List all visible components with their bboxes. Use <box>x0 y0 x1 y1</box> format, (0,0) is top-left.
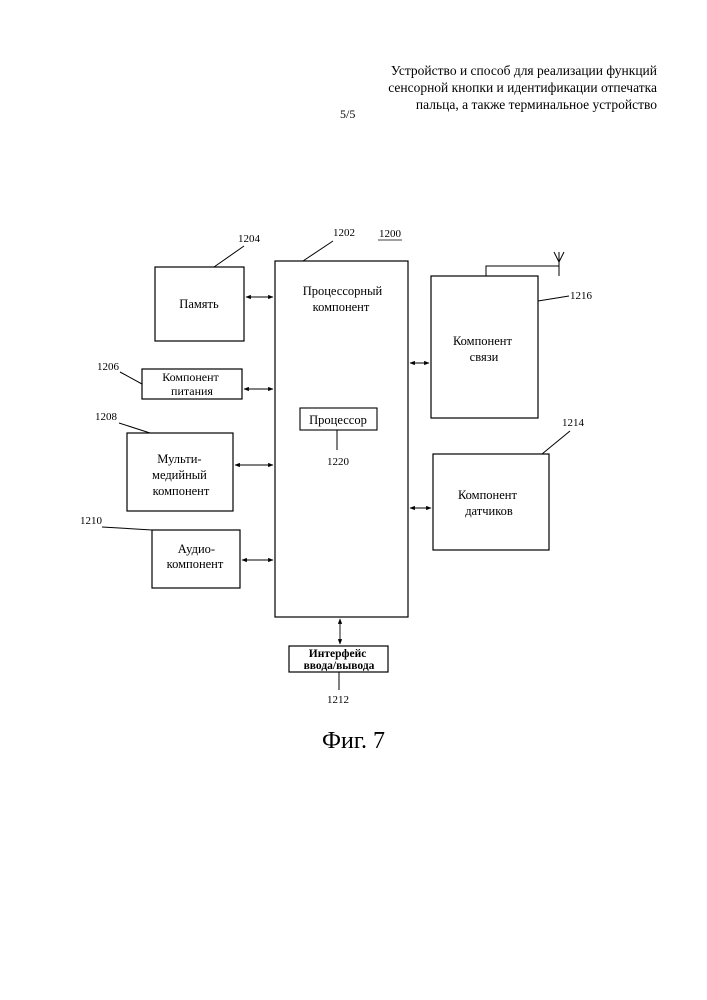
memory-label: Память <box>179 297 219 311</box>
processor-label: Процессор <box>309 413 367 427</box>
leader-line <box>120 372 142 384</box>
leader-line <box>303 241 333 261</box>
multimedia-component-ref: 1208 <box>95 411 118 423</box>
multimedia-component-label: Мульти- медийный компонент <box>152 452 210 498</box>
sensor-component-box <box>433 454 549 550</box>
leader-line <box>119 423 150 433</box>
device-ref-label: 1200 <box>379 228 402 240</box>
sensor-component-ref: 1214 <box>562 417 585 429</box>
io-interface-ref: 1212 <box>327 694 349 706</box>
processing-component-ref: 1202 <box>333 227 355 239</box>
communication-component-ref: 1216 <box>570 290 593 302</box>
processor-ref: 1220 <box>327 456 350 468</box>
sensor-component-label: Компонент датчиков <box>458 488 520 518</box>
memory-ref: 1204 <box>238 233 261 245</box>
figure-caption: Фиг. 7 <box>0 728 707 755</box>
communication-component-label: Компонент связи <box>453 334 515 364</box>
power-component-label: Компонент питания <box>162 370 222 398</box>
antenna-icon <box>486 252 564 276</box>
processing-component-box <box>275 261 408 617</box>
leader-line <box>214 246 244 267</box>
power-component-ref: 1206 <box>97 361 120 373</box>
leader-line <box>538 296 569 301</box>
processing-component-label: Процессорный компонент <box>303 284 386 314</box>
leader-line <box>542 431 570 454</box>
io-interface-label: Интерфейс ввода/вывода <box>304 648 375 672</box>
leader-line <box>102 527 152 530</box>
audio-component-ref: 1210 <box>80 515 103 527</box>
audio-component-label: Аудио- компонент <box>167 542 224 571</box>
